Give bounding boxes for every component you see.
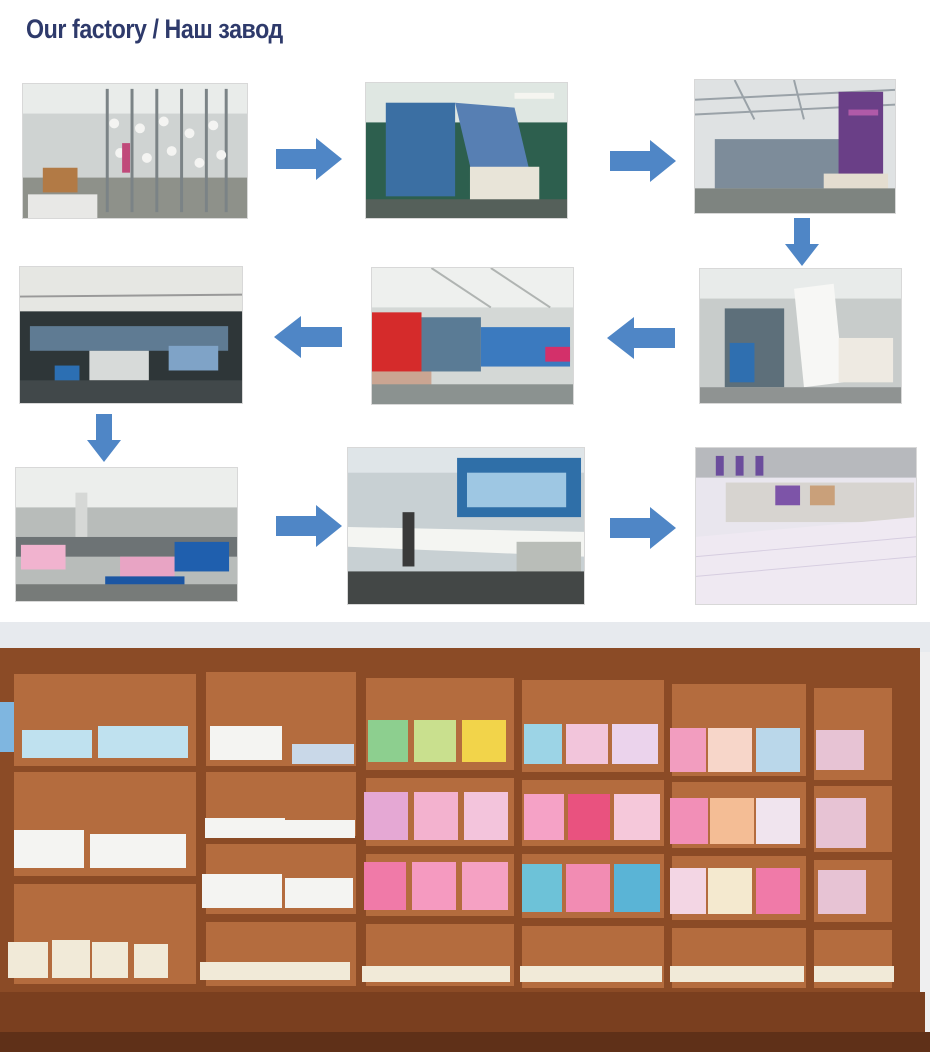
packing-workshop-photo xyxy=(15,467,238,602)
page-title: Our factory / Наш завод xyxy=(26,14,283,44)
product-shelf-photo xyxy=(0,622,930,1052)
arrow-down-icon xyxy=(785,218,819,266)
arrow-right-icon xyxy=(276,505,342,547)
arrow-left-icon xyxy=(607,317,675,359)
yarn-winding-photo xyxy=(22,83,248,219)
fabric-finishing-photo xyxy=(699,268,902,404)
cutting-tables-photo xyxy=(347,447,585,605)
fabric-printing-photo xyxy=(371,267,574,405)
arrow-down-icon xyxy=(87,414,121,462)
sewing-workshop-photo xyxy=(19,266,243,404)
arrow-right-icon xyxy=(276,138,342,180)
knitting-machines-photo xyxy=(694,79,896,214)
arrow-left-icon xyxy=(274,316,342,358)
embroidery-machines-photo xyxy=(695,447,917,605)
arrow-right-icon xyxy=(610,140,676,182)
arrow-right-icon xyxy=(610,507,676,549)
fabric-dyeing-photo xyxy=(365,82,568,219)
